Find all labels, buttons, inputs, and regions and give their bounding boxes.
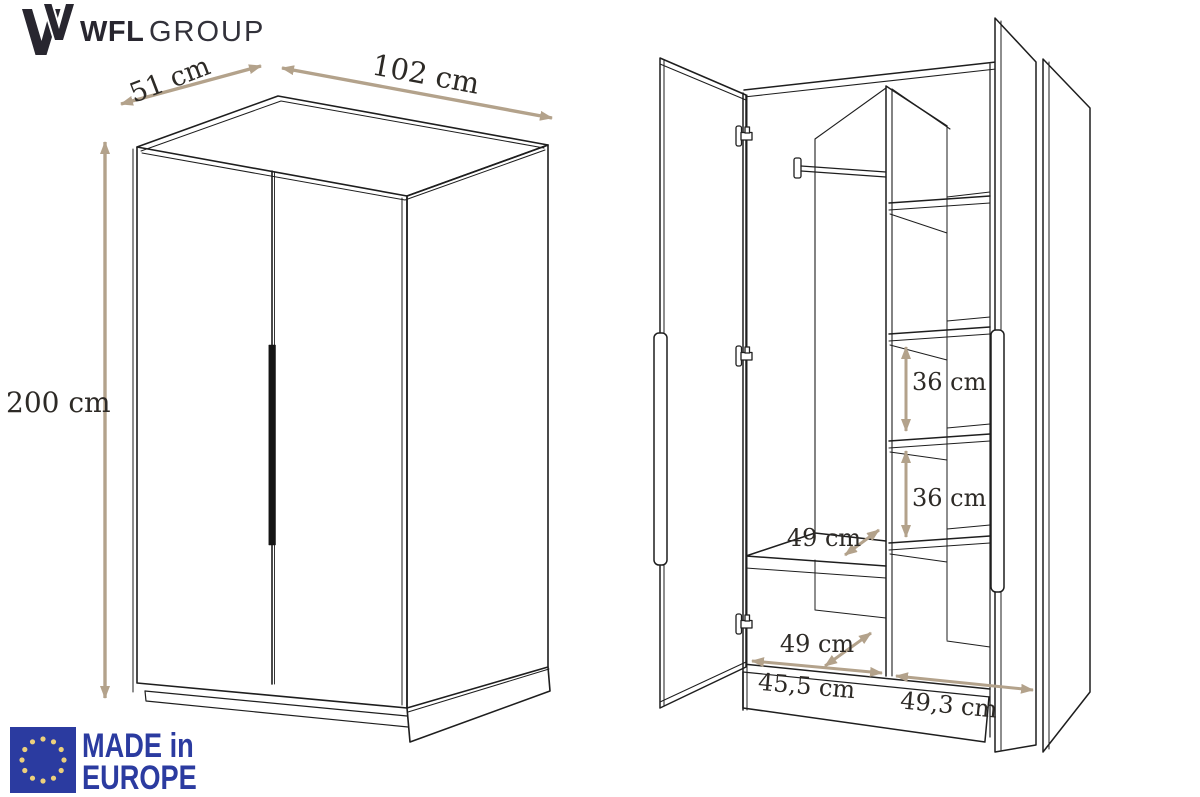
- width-arrow: [281, 65, 553, 121]
- closed-wardrobe-drawing: [132, 95, 551, 743]
- brand-name-bold: WFL: [80, 16, 144, 48]
- right-width-label: 49,3 cm: [899, 686, 999, 723]
- wardrobe-side-panel: [406, 144, 549, 709]
- width-label: 102 cm: [369, 48, 482, 101]
- hanging-rail: [793, 157, 887, 179]
- hinge-top: [735, 125, 753, 147]
- height-label: 200 cm: [6, 386, 111, 419]
- brand-logo: WFL GROUP: [22, 2, 265, 55]
- left-shelf: [745, 532, 887, 619]
- closed-view-dimensions: 200 cm 51 cm 102 cm: [6, 48, 553, 699]
- eu-stars: [19, 736, 67, 784]
- left-width-arrow: [751, 657, 883, 677]
- upper-compartment-label: 36 cm: [912, 368, 987, 396]
- badge-line2: EUROPE: [82, 758, 197, 797]
- depth-arrow: [120, 64, 262, 106]
- door-handle: [268, 344, 276, 546]
- shelf-depth-arrow: [844, 528, 880, 557]
- lower-compartment-label: 36 cm: [912, 484, 987, 512]
- right-width-arrow: [895, 672, 1034, 694]
- central-divider: [885, 85, 951, 677]
- right-side-panel: [1042, 58, 1091, 753]
- open-wardrobe-drawing: [653, 17, 1091, 753]
- floor-depth-label: 49 cm: [780, 630, 855, 658]
- hinge-middle: [735, 345, 753, 367]
- shelves: [888, 191, 991, 648]
- wardrobe-top-face: [136, 95, 549, 197]
- depth-label: 51 cm: [125, 51, 214, 110]
- right-door-handle: [990, 329, 1005, 593]
- hinge-bottom: [735, 613, 753, 635]
- badge-line1: MADE in: [82, 726, 194, 765]
- right-open-door: [990, 17, 1037, 753]
- made-in-europe-badge: MADE in EUROPE: [10, 726, 197, 797]
- hinges: [735, 125, 753, 635]
- brand-name-light: GROUP: [149, 16, 265, 48]
- left-open-door: [653, 57, 747, 709]
- top-panel: [743, 61, 997, 91]
- shelf-depth-label: 49 cm: [787, 524, 862, 552]
- wfl-logo-icon: [22, 2, 77, 55]
- left-door-handle: [653, 332, 668, 566]
